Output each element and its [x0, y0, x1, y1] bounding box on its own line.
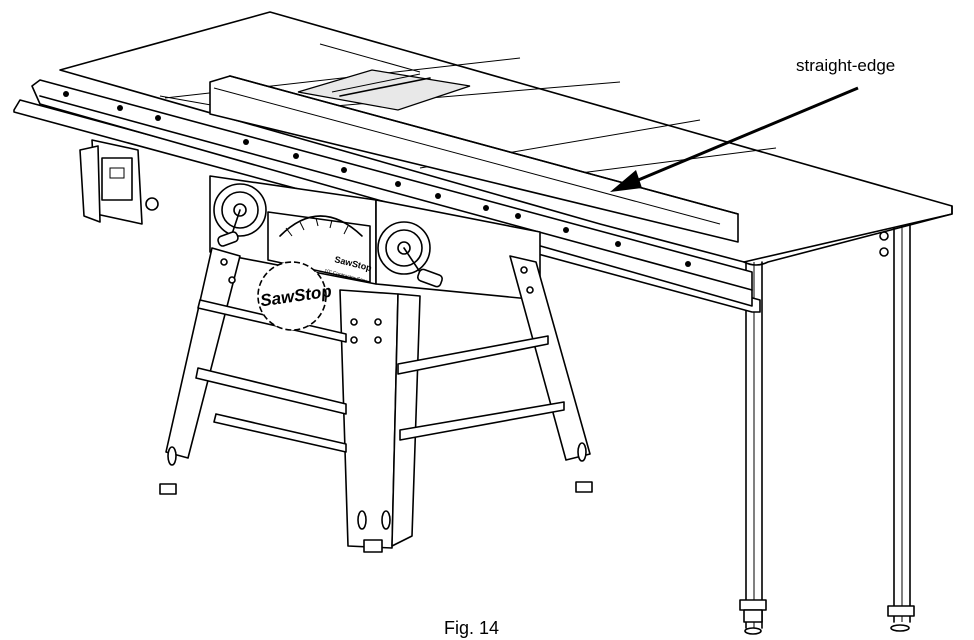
table-top: [59, 11, 953, 266]
callout-arrow: [610, 86, 859, 192]
figure-caption: Fig. 14: [444, 618, 500, 638]
height-handwheel: [377, 221, 444, 288]
stand: [159, 247, 593, 553]
extension-leg-rear: [879, 217, 915, 632]
straight-edge-label: straight-edge: [796, 56, 896, 75]
bevel-handwheel: [213, 183, 267, 247]
switch-box: [79, 139, 159, 225]
straight-edge: [209, 75, 739, 243]
extension-leg-front: [739, 257, 767, 635]
rail-bolt-holes: [63, 91, 691, 267]
sawstop-logo: SawStop: [257, 261, 333, 331]
